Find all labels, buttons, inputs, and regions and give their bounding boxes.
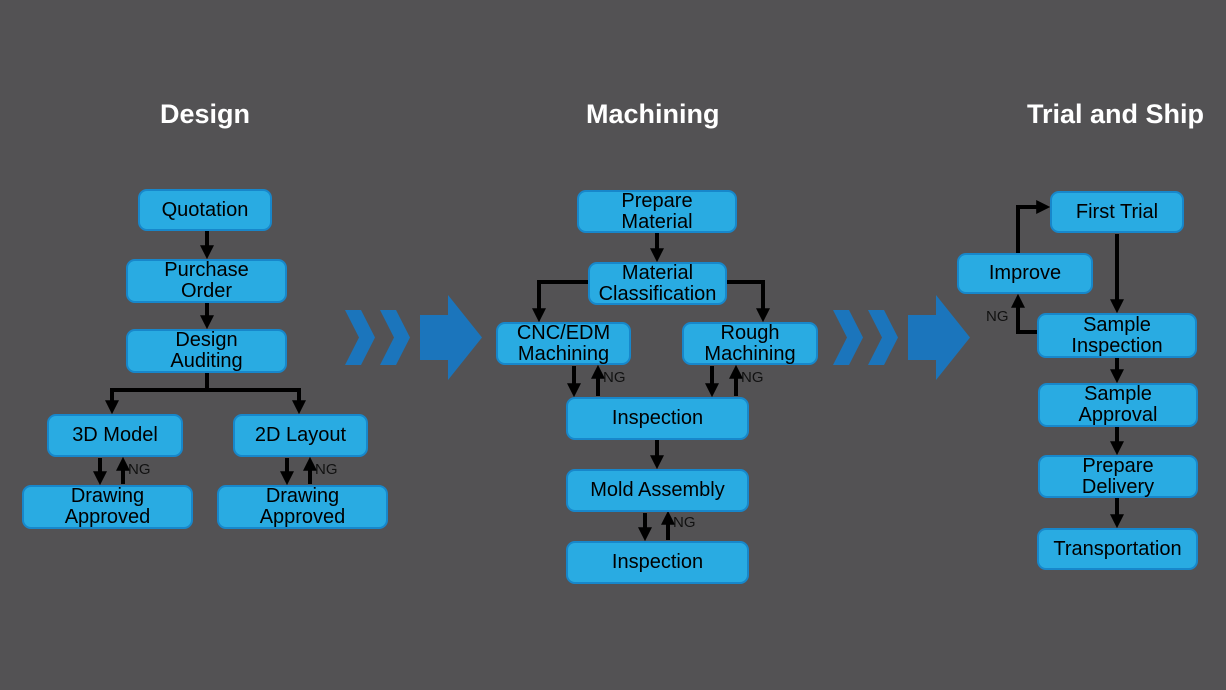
section-title-trial-and-ship: Trial and Ship xyxy=(1027,99,1205,129)
node-prepare-delivery: Prepare Delivery xyxy=(1038,455,1198,498)
ng-label: NG xyxy=(673,514,696,531)
edge-sample-inspection-ng-to-improve xyxy=(1011,293,1037,334)
node-sample-inspection: Sample Inspection xyxy=(1037,313,1197,358)
chevron-icon xyxy=(345,310,375,365)
edge-material-classification-to-rough xyxy=(727,280,770,323)
section-arrow-design-to-machining xyxy=(345,295,482,380)
node-transportation: Transportation xyxy=(1037,528,1198,570)
chevron-icon xyxy=(380,310,410,365)
node-2d-layout: 2D Layout xyxy=(233,414,368,457)
node-material-classification: Material Classification xyxy=(588,262,727,305)
node-quotation: Quotation xyxy=(138,189,272,231)
ng-label: NG xyxy=(315,461,338,478)
node-drawing-approved-left: Drawing Approved xyxy=(22,485,193,529)
node-drawing-approved-right: Drawing Approved xyxy=(217,485,388,529)
node-mold-assembly: Mold Assembly xyxy=(566,469,749,512)
edge-improve-to-first-trial xyxy=(1016,200,1051,253)
node-inspection-1: Inspection xyxy=(566,397,749,440)
node-cnc-edm-machining: CNC/EDM Machining xyxy=(496,322,631,365)
node-purchase-order: Purchase Order xyxy=(126,259,287,303)
node-inspection-2: Inspection xyxy=(566,541,749,584)
edge-material-classification-to-cnc-edm xyxy=(532,280,588,323)
node-3d-model: 3D Model xyxy=(47,414,183,457)
arrow-right-icon xyxy=(908,295,970,380)
ng-label: NG xyxy=(603,369,626,386)
section-arrow-machining-to-trial xyxy=(833,295,970,380)
node-design-auditing: Design Auditing xyxy=(126,329,287,373)
ng-label: NG xyxy=(128,461,151,478)
section-title-design: Design xyxy=(160,99,251,129)
ng-label: NG xyxy=(741,369,764,386)
node-first-trial: First Trial xyxy=(1050,191,1184,233)
node-improve: Improve xyxy=(957,253,1093,294)
node-sample-approval: Sample Approval xyxy=(1038,383,1198,427)
node-rough-machining: Rough Machining xyxy=(682,322,818,365)
chevron-icon xyxy=(833,310,863,365)
arrow-right-icon xyxy=(420,295,482,380)
section-title-machining: Machining xyxy=(586,99,720,129)
chevron-icon xyxy=(868,310,898,365)
node-prepare-material: Prepare Material xyxy=(577,190,737,233)
ng-label: NG xyxy=(986,308,1009,325)
